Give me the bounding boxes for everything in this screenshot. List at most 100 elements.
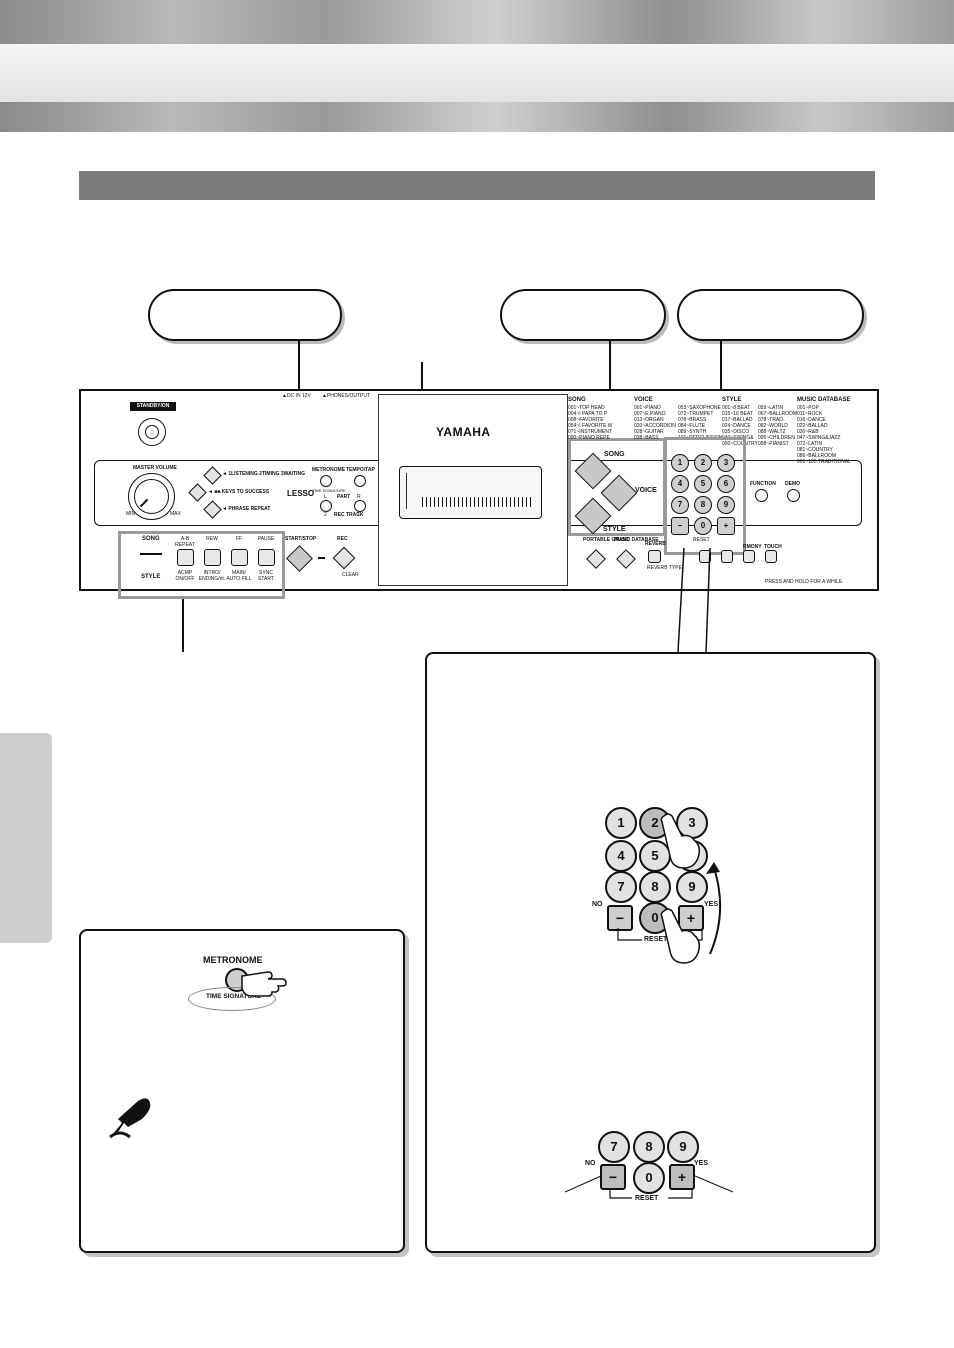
sync-start-button[interactable]: [258, 549, 275, 566]
list-item: 090~PIANO REPE: [568, 435, 610, 441]
panel-key-5[interactable]: 5: [694, 475, 712, 493]
reverb-type-label: REVERB TYPE: [647, 565, 682, 571]
panel-key-4[interactable]: 4: [671, 475, 689, 493]
lcd-display: [399, 466, 542, 519]
clear-label: CLEAR: [342, 572, 359, 578]
pointing-finger-icon: [660, 908, 701, 964]
pointer-lines: [565, 1175, 734, 1193]
no-label: NO: [592, 901, 603, 908]
main-autofill-button[interactable]: [231, 549, 248, 566]
list-item: 001~TOP HEAD: [568, 405, 605, 411]
panel-key-0[interactable]: 0: [694, 517, 712, 535]
intro-label: INTRO/ ENDING/rit.: [198, 570, 226, 582]
list-item: 004~I PAPA TO P: [568, 411, 608, 417]
panel-key-3[interactable]: 3: [717, 454, 735, 472]
voice-mode-label: VOICE: [635, 487, 657, 494]
keys-to-success-label: ◄ ■■ KEYS TO SUCCESS: [208, 489, 270, 495]
pointing-finger-icon: [660, 813, 701, 869]
style-list-title: STYLE: [722, 397, 742, 403]
ab-repeat-label: A-B REPEAT: [175, 536, 195, 548]
key-4[interactable]: 4: [605, 840, 637, 872]
standby-button[interactable]: [138, 418, 166, 446]
key-9[interactable]: 9: [676, 871, 708, 903]
rec-track-label: REC TRACK: [334, 512, 364, 518]
acmp-label: ACMP ON/OFF: [175, 570, 195, 582]
tempo-tap-button[interactable]: [354, 475, 366, 487]
tempo-tap-label: TEMPO/TAP: [346, 467, 375, 473]
panel-key-6[interactable]: 6: [717, 475, 735, 493]
pointing-hand-icon: [241, 971, 287, 997]
list-item: 078~BRASS: [678, 417, 707, 423]
acmp-button[interactable]: [177, 549, 194, 566]
song-style-divider: [140, 553, 162, 555]
song-list-title: SONG: [568, 397, 586, 403]
header-highlight: [0, 44, 954, 102]
small-key-0[interactable]: 0: [633, 1162, 665, 1194]
function-button[interactable]: [755, 489, 768, 502]
touch-button[interactable]: [765, 550, 777, 563]
dc-in-label: ▲DC IN 12V: [282, 393, 311, 399]
small-key-9[interactable]: 9: [667, 1131, 699, 1163]
part-l-button[interactable]: [320, 500, 332, 512]
panel-key-9[interactable]: 9: [717, 496, 735, 514]
list-item: 001~PIANO: [634, 405, 661, 411]
intro-ending-button[interactable]: [204, 549, 221, 566]
harmony-button[interactable]: [743, 550, 755, 563]
keypad-connector-lines: [677, 547, 711, 653]
metronome-button[interactable]: [320, 475, 332, 487]
reverb-button[interactable]: [648, 550, 661, 563]
panel-key-minus[interactable]: −: [671, 517, 689, 535]
list-item: 013~ORGAN: [634, 417, 664, 423]
list-item: 050~COUNTRY: [722, 441, 758, 447]
master-volume-label: MASTER VOLUME: [133, 465, 177, 471]
list-item: 071~INSTRUMENT: [568, 429, 613, 435]
master-volume-knob[interactable]: [128, 473, 175, 520]
list-item: 001~POP: [797, 405, 819, 411]
key-minus[interactable]: −: [607, 905, 633, 931]
metronome-label: METRONOME: [312, 467, 346, 473]
small-key-7[interactable]: 7: [598, 1131, 630, 1163]
list-item: 022~BALLAD: [797, 423, 828, 429]
list-item: 007~E.PIANO: [634, 411, 666, 417]
sync-label: SYNC START: [258, 570, 274, 582]
panel-key-7[interactable]: 7: [671, 496, 689, 514]
part-label: PART: [337, 494, 351, 500]
keyboard-graphic: [422, 497, 534, 507]
small-key-8[interactable]: 8: [633, 1131, 665, 1163]
list-item: 011~ROCK: [797, 411, 823, 417]
list-item: 067~BALLROOM: [758, 411, 798, 417]
key-8[interactable]: 8: [639, 871, 671, 903]
press-and-hold-icon: [109, 1098, 151, 1139]
press-hold-label: PRESS AND HOLD FOR A WHILE.: [765, 579, 844, 585]
key-plus[interactable]: +: [678, 905, 704, 931]
rec-label: REC: [337, 536, 348, 542]
small-key-plus[interactable]: +: [669, 1164, 695, 1190]
staff-icon: [406, 473, 415, 509]
list-item: 053~SAXOPHONE: [678, 405, 721, 411]
list-item: 020~ACCORDION: [634, 423, 676, 429]
time-signature-oval: [188, 987, 276, 1011]
time-signature-box-label: TIME SIGNATURE: [206, 993, 262, 1000]
list-item: 082~WORLD: [758, 423, 788, 429]
section-header-bar: [79, 171, 875, 200]
key-7[interactable]: 7: [605, 871, 637, 903]
mdb-list: 001~POP 011~ROCK 016~DANCE 022~BALLAD 03…: [797, 405, 867, 465]
start-stop-label: START/STOP: [285, 536, 317, 542]
harmony-label: RMONY: [743, 544, 762, 550]
rew-label: REW: [206, 536, 218, 542]
key-1[interactable]: 1: [605, 807, 637, 839]
panel-button-b[interactable]: [721, 550, 733, 563]
panel-button-a[interactable]: [699, 550, 711, 563]
side-tab: [0, 733, 52, 943]
demo-button[interactable]: [787, 489, 800, 502]
list-item: 089~SYNTH: [678, 429, 707, 435]
yamaha-logo: YAMAHA: [436, 425, 491, 439]
panel-key-8[interactable]: 8: [694, 496, 712, 514]
small-key-minus[interactable]: −: [600, 1164, 626, 1190]
standby-button-inner: [145, 425, 159, 439]
panel-key-2[interactable]: 2: [694, 454, 712, 472]
panel-key-plus[interactable]: +: [717, 517, 735, 535]
panel-key-1[interactable]: 1: [671, 454, 689, 472]
list-item: 035~DISCO: [722, 429, 750, 435]
part-r-button[interactable]: [354, 500, 366, 512]
